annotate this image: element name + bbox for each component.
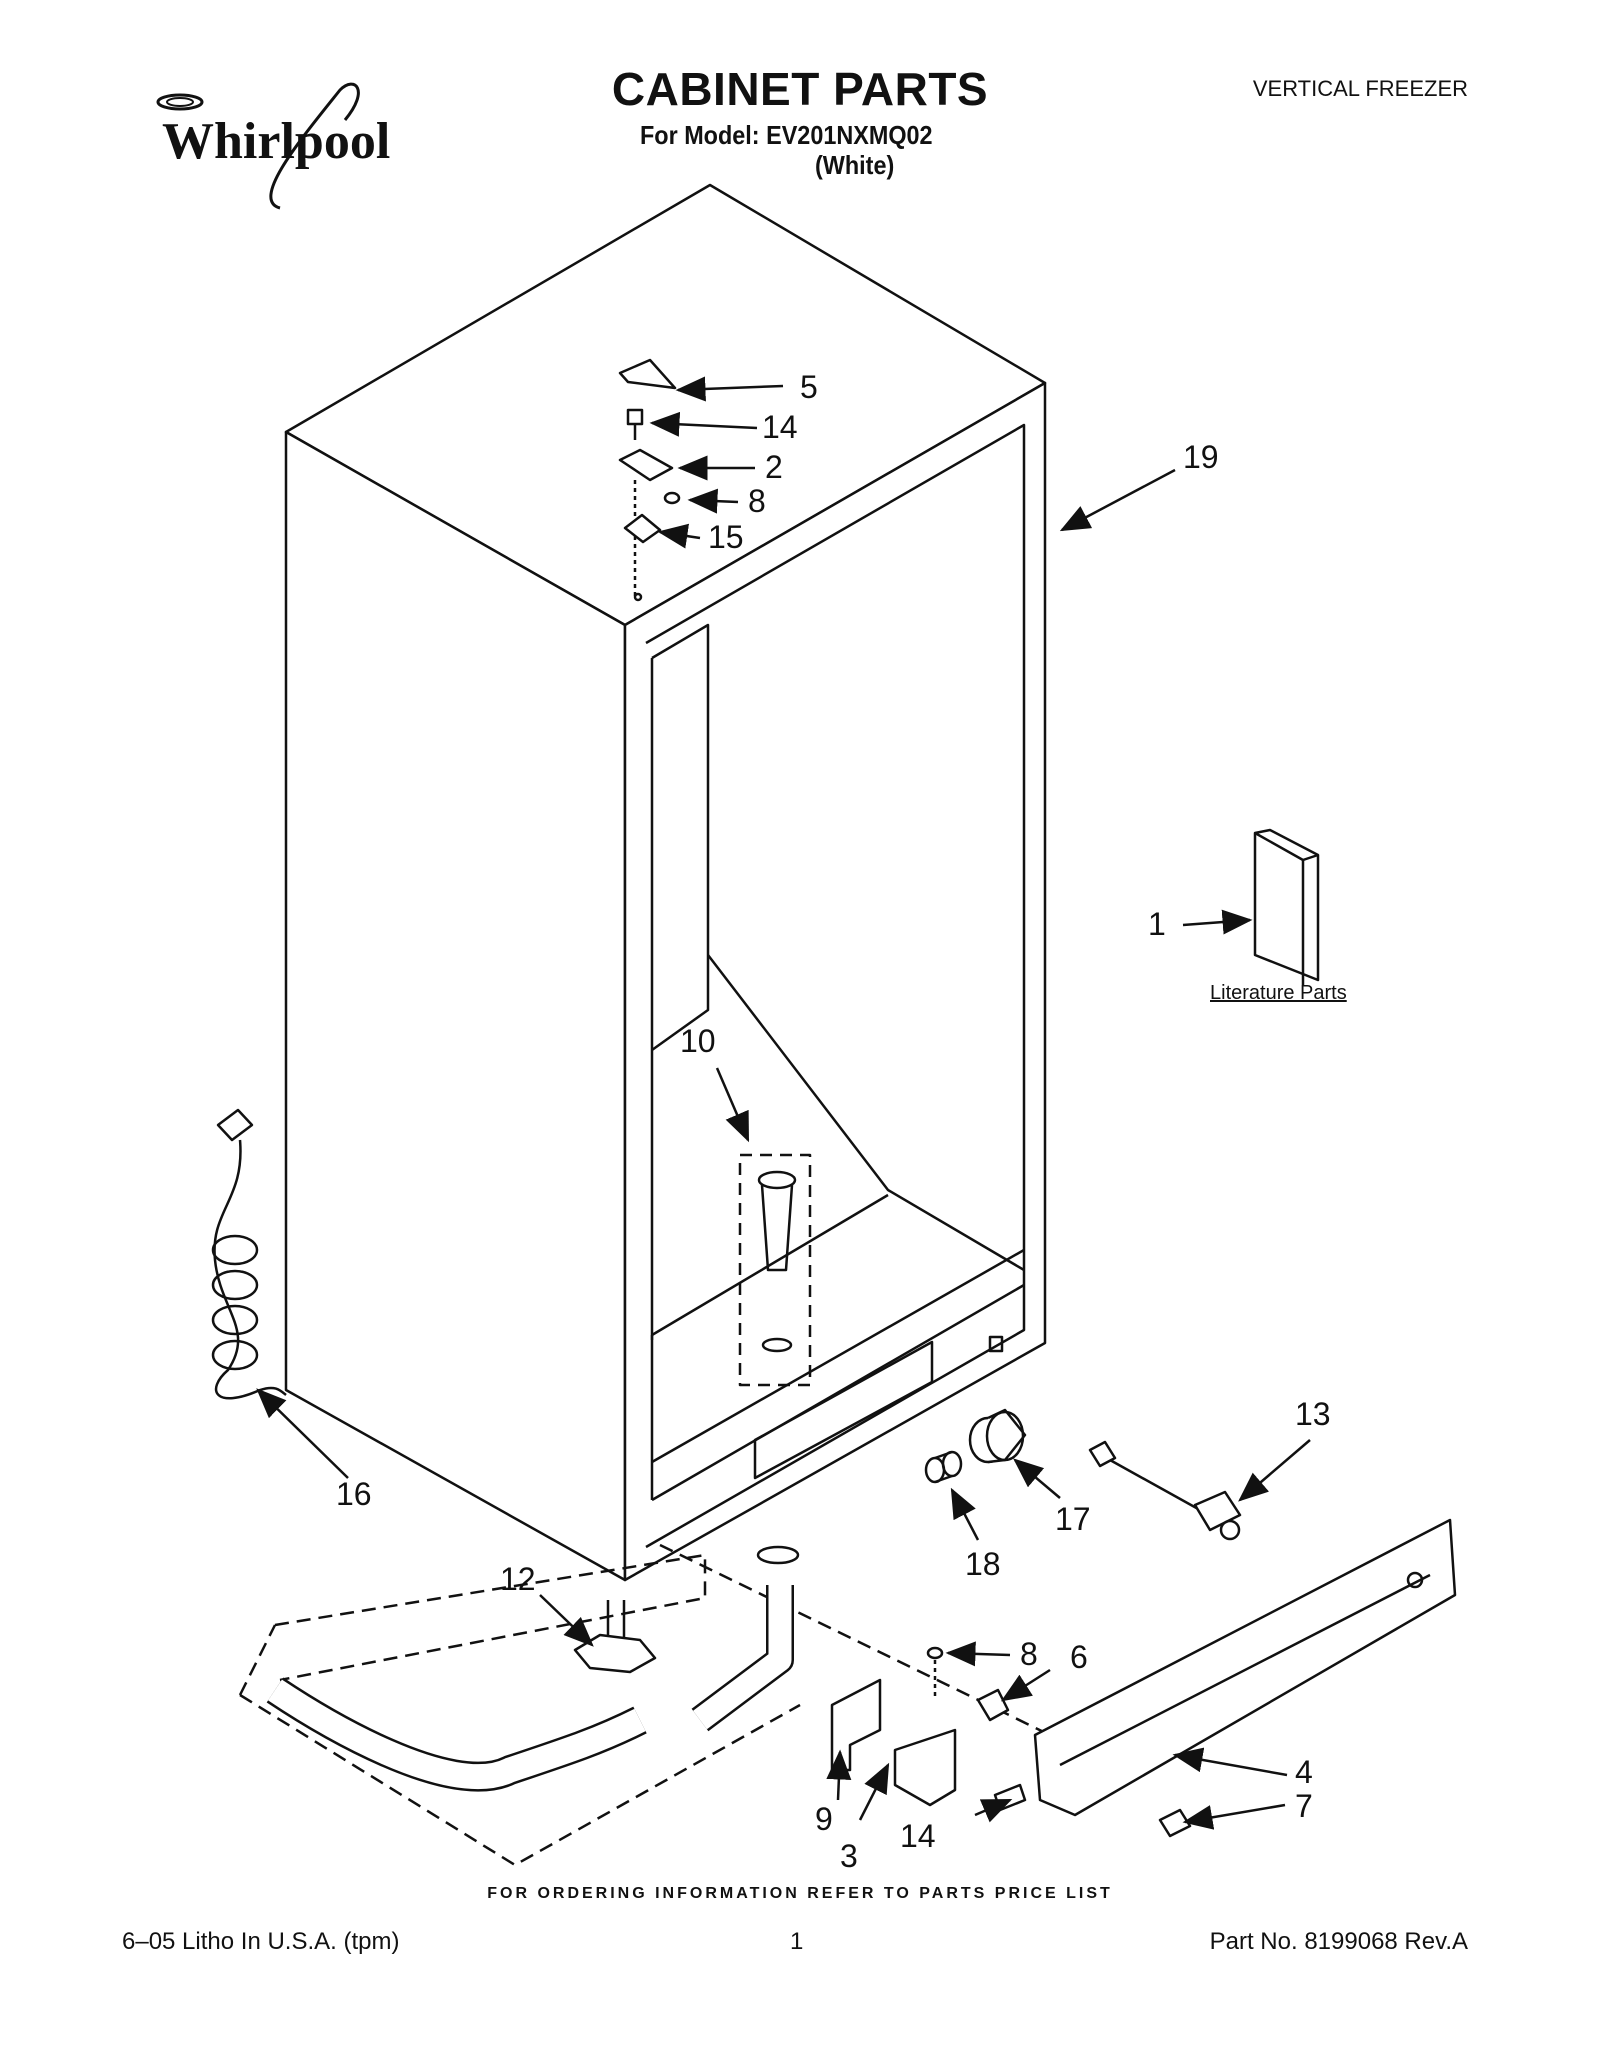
color-line: (White): [815, 150, 895, 180]
callout-13: 13: [1295, 1396, 1331, 1432]
base-dashed-guides: [238, 1543, 1051, 1867]
part-12-leveling-leg: [573, 1600, 657, 1674]
callout-14-bottom: 14: [900, 1818, 936, 1854]
page-title: CABINET PARTS: [611, 63, 989, 115]
callout-2: 2: [765, 449, 783, 485]
callout-7: 7: [1295, 1788, 1313, 1824]
callout-9: 9: [815, 1801, 833, 1837]
part-number: Part No. 8199068 Rev.A: [1209, 1928, 1468, 1955]
callout-12: 12: [500, 1561, 536, 1597]
part-16-power-cord: [211, 1108, 287, 1400]
part-10-drain-tube: [738, 1153, 812, 1387]
page-number: 1: [790, 1928, 804, 1955]
model-line: For Model: EV201NXMQ02: [640, 120, 933, 150]
callout-19: 19: [1183, 439, 1219, 475]
callout-15: 15: [708, 519, 744, 555]
callout-8-top: 8: [748, 483, 766, 519]
part-17-spacer: [968, 1408, 1027, 1464]
callout-1: 1: [1148, 906, 1166, 942]
callout-14-top: 14: [762, 409, 798, 445]
part-4-grille: [1033, 1518, 1457, 1817]
brand-wordmark: Whirlpool: [162, 113, 390, 170]
ordering-note: FOR ORDERING INFORMATION REFER TO PARTS …: [487, 1885, 1113, 1902]
callout-5: 5: [800, 369, 818, 405]
literature-parts-label: Literature Parts: [1210, 982, 1347, 1004]
part-2-hinge: [618, 448, 674, 482]
callout-8-bottom: 8: [1020, 1636, 1038, 1672]
callout-6: 6: [1070, 1639, 1088, 1675]
part-14-screw-top: [626, 408, 644, 440]
part-8-washer-top: [663, 491, 681, 505]
callout-17: 17: [1055, 1501, 1091, 1537]
callout-18: 18: [965, 1546, 1001, 1582]
part-1-literature: [1253, 828, 1320, 985]
whirlpool-logo: Whirlpool: [156, 82, 390, 210]
cabinet: [284, 183, 1047, 1582]
callout-3: 3: [840, 1838, 858, 1874]
callout-4: 4: [1295, 1754, 1313, 1790]
product-type: VERTICAL FREEZER: [1252, 76, 1468, 101]
part-5-hinge-cover: [618, 358, 677, 390]
callout-16: 16: [336, 1476, 372, 1512]
part-18-bushing: [924, 1450, 963, 1484]
part-13-sensor: [1088, 1440, 1242, 1541]
litho-note: 6–05 Litho In U.S.A. (tpm): [122, 1928, 400, 1955]
callout-10: 10: [680, 1023, 716, 1059]
